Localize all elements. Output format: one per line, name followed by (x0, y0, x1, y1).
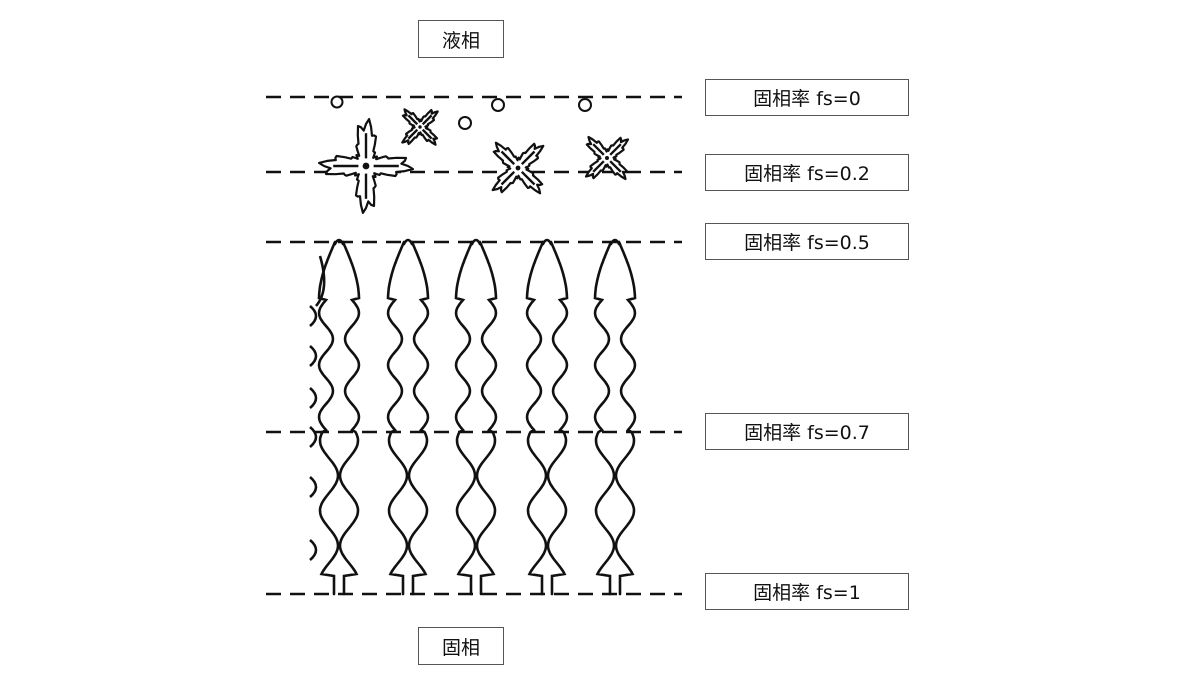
nucleus-circle (330, 95, 344, 109)
fs-0-label: 固相率 fs=0 (705, 79, 909, 116)
solid-phase-label: 固相 (418, 627, 504, 665)
nucleus-circle (578, 98, 592, 112)
equiaxed-crystal (491, 141, 545, 195)
dendrite-fragment (309, 539, 318, 561)
nucleus-circle (458, 116, 472, 130)
columnar-dendrite (593, 238, 637, 596)
equiaxed-crystal-large (318, 118, 414, 214)
columnar-dendrite (317, 238, 361, 596)
dendrite-fragment (309, 305, 318, 327)
columnar-dendrite (454, 238, 498, 596)
equiaxed-crystal-small (401, 108, 439, 146)
dendrite-fragment (309, 426, 318, 448)
dendrite-fragment (309, 476, 318, 498)
columnar-dendrite (525, 238, 569, 596)
fs-05-label: 固相率 fs=0.5 (705, 223, 909, 260)
fs-02-label: 固相率 fs=0.2 (705, 154, 909, 191)
dendrite-fragment (314, 255, 326, 307)
fs-1-label: 固相率 fs=1 (705, 573, 909, 610)
columnar-dendrite (386, 238, 430, 596)
fs-07-label: 固相率 fs=0.7 (705, 413, 909, 450)
dendrite-fragment (309, 387, 318, 409)
nucleus-circle (491, 98, 505, 112)
dendrite-fragment (309, 345, 318, 367)
liquid-phase-label: 液相 (418, 20, 504, 58)
equiaxed-crystal (584, 135, 630, 181)
